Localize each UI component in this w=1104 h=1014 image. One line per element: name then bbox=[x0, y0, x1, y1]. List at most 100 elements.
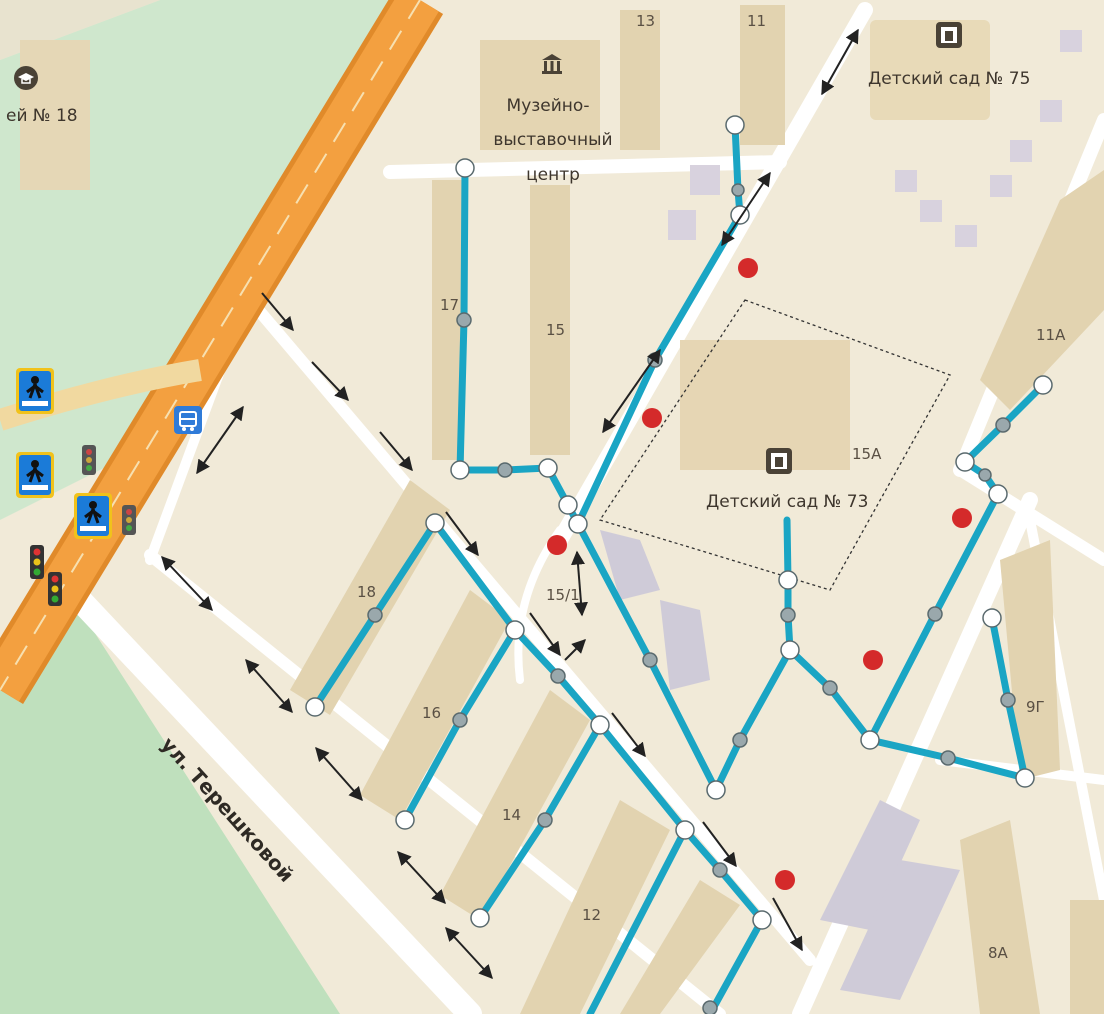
park-area-bottom-left bbox=[0, 610, 340, 1014]
hazard-marker bbox=[738, 258, 758, 278]
street-tereshkova bbox=[68, 588, 482, 1014]
node-open bbox=[860, 730, 880, 750]
node-mid bbox=[927, 606, 943, 622]
route-center bbox=[712, 516, 794, 794]
kindergarten-75-label: Детский сад № 75 bbox=[868, 69, 1030, 89]
hazard-marker bbox=[642, 408, 662, 428]
small-block-3 bbox=[895, 170, 917, 192]
traffic-light-icon bbox=[48, 572, 62, 606]
building-number-11a: 11А bbox=[1036, 326, 1066, 344]
arrow-one-way bbox=[702, 821, 737, 868]
building-kindergarten-73 bbox=[680, 340, 850, 470]
node-open bbox=[470, 908, 490, 928]
arrow-one-way bbox=[529, 612, 561, 657]
building-gray-4 bbox=[840, 860, 960, 1000]
arrow-two-way bbox=[196, 405, 244, 475]
building-14 bbox=[440, 690, 590, 920]
node-mid bbox=[1000, 692, 1016, 708]
node-open bbox=[955, 452, 975, 472]
street-upper-left bbox=[244, 294, 816, 966]
node-mid bbox=[731, 183, 745, 197]
small-block-7 bbox=[1040, 100, 1062, 122]
arrow-two-way bbox=[445, 926, 493, 980]
hazard-marker bbox=[863, 650, 883, 670]
building-top-left bbox=[20, 40, 90, 190]
building-number-17: 17 bbox=[440, 296, 459, 314]
node-open bbox=[1015, 768, 1035, 788]
building-15 bbox=[530, 185, 570, 455]
route-12 bbox=[586, 826, 689, 1014]
crosswalk-icons bbox=[16, 368, 112, 539]
building-number-18: 18 bbox=[357, 583, 376, 601]
building-number-15: 15 bbox=[546, 321, 565, 339]
building-number-14: 14 bbox=[502, 806, 521, 824]
node-mid bbox=[452, 712, 468, 728]
node-open bbox=[568, 514, 588, 534]
node-mid bbox=[642, 652, 658, 668]
node-open bbox=[1033, 375, 1053, 395]
traffic-arrows bbox=[161, 28, 859, 980]
node-open bbox=[425, 513, 445, 533]
node-open bbox=[706, 780, 726, 800]
pedestrian-crossing-icon bbox=[16, 368, 54, 414]
building-gray-2 bbox=[660, 600, 710, 690]
building-number-15a: 15А bbox=[852, 445, 882, 463]
traffic-light-icon bbox=[122, 505, 136, 535]
bus-stop-icon bbox=[174, 406, 202, 434]
streets bbox=[68, 2, 1104, 1014]
hazard-marker bbox=[952, 508, 972, 528]
node-open bbox=[675, 820, 695, 840]
node-open bbox=[982, 608, 1002, 628]
node-open bbox=[395, 810, 415, 830]
arrow-two-way bbox=[397, 850, 446, 905]
small-block-6 bbox=[1010, 140, 1032, 162]
node-mid bbox=[732, 732, 748, 748]
node-mid bbox=[995, 417, 1011, 433]
museum-icon bbox=[542, 54, 562, 74]
arrow-one-way bbox=[564, 639, 586, 661]
small-block-4 bbox=[920, 200, 942, 222]
kindergarten-73-label: Детский сад № 73 bbox=[706, 492, 868, 512]
node-open bbox=[558, 495, 578, 515]
node-mid bbox=[550, 668, 566, 684]
building-8a bbox=[960, 820, 1040, 1014]
small-block-2 bbox=[668, 210, 696, 240]
street-top-horizontal bbox=[383, 155, 787, 179]
node-open bbox=[450, 460, 470, 480]
street-parallel-upper bbox=[144, 549, 726, 1014]
building-number-12: 12 bbox=[582, 906, 601, 924]
building-bottom-mid bbox=[620, 880, 740, 1014]
arrow-two-way bbox=[315, 746, 363, 802]
node-open bbox=[988, 484, 1008, 504]
arrow-one-way bbox=[611, 712, 646, 758]
node-mid bbox=[780, 607, 796, 623]
building-11a bbox=[980, 170, 1104, 410]
arrow-two-way bbox=[161, 555, 213, 612]
arrow-one-way bbox=[261, 292, 294, 332]
route-bottom bbox=[706, 916, 766, 1014]
building-18 bbox=[290, 480, 450, 715]
building-gray-3 bbox=[820, 800, 920, 930]
node-open bbox=[305, 697, 325, 717]
node-mid bbox=[940, 750, 956, 766]
building-museum bbox=[480, 40, 600, 150]
node-mid bbox=[978, 468, 992, 482]
building-13 bbox=[620, 10, 660, 150]
node-open bbox=[455, 158, 475, 178]
buildings bbox=[20, 5, 1104, 1014]
building-right-edge bbox=[1070, 900, 1104, 1014]
building-number-8a: 8А bbox=[988, 944, 1009, 962]
node-mid bbox=[367, 607, 383, 623]
node-mid bbox=[497, 462, 513, 478]
kindergarten-icon bbox=[936, 22, 962, 48]
arrow-one-way bbox=[311, 361, 349, 402]
node-mid bbox=[712, 862, 728, 878]
building-16 bbox=[360, 590, 510, 820]
small-block-1 bbox=[690, 165, 720, 195]
kindergarten-icon bbox=[766, 448, 792, 474]
highway-center-line bbox=[0, 0, 421, 691]
arrow-one-way bbox=[772, 897, 803, 952]
small-block-5 bbox=[955, 225, 977, 247]
small-block-8 bbox=[1060, 30, 1082, 52]
traffic-light-icon bbox=[30, 545, 44, 579]
